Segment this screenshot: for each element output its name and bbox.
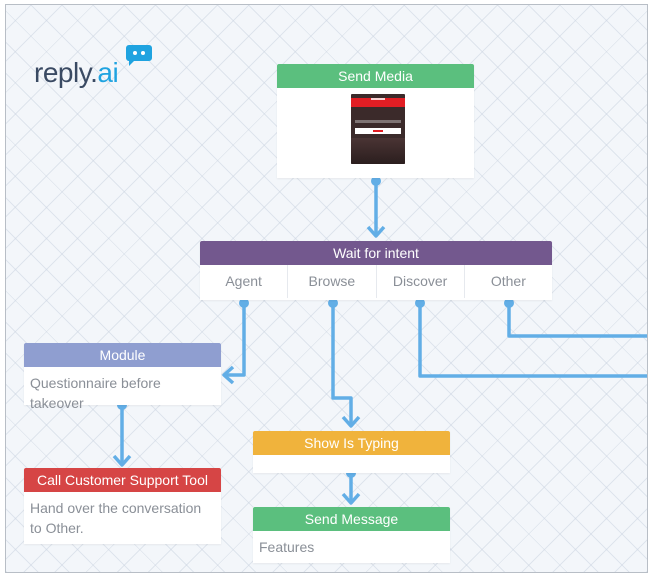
wait-for-intent-node[interactable]: Wait for intent Agent Browse Discover Ot… bbox=[200, 241, 552, 300]
show-is-typing-title: Show Is Typing bbox=[253, 431, 450, 455]
send-media-title: Send Media bbox=[277, 64, 474, 88]
intent-agent[interactable]: Agent bbox=[200, 265, 289, 298]
send-message-title: Send Message bbox=[253, 507, 450, 531]
intent-discover[interactable]: Discover bbox=[377, 265, 465, 298]
call-customer-support-node[interactable]: Call Customer Support Tool Hand over the… bbox=[24, 468, 221, 544]
send-media-preview bbox=[277, 88, 474, 178]
flow-canvas[interactable]: reply.ai Send Media Wait for intent Agen… bbox=[5, 4, 648, 573]
show-is-typing-node[interactable]: Show Is Typing bbox=[253, 431, 450, 473]
send-message-node[interactable]: Send Message Features bbox=[253, 507, 450, 563]
send-media-node[interactable]: Send Media bbox=[277, 64, 474, 178]
logo-text-accent: ai bbox=[97, 57, 119, 88]
wait-for-intent-title: Wait for intent bbox=[200, 241, 552, 265]
media-thumbnail-image bbox=[351, 94, 405, 164]
intent-other[interactable]: Other bbox=[490, 273, 526, 289]
send-message-description: Features bbox=[259, 539, 315, 555]
call-customer-support-title: Call Customer Support Tool bbox=[24, 468, 221, 492]
module-node[interactable]: Module Questionnaire before takeover bbox=[24, 343, 221, 411]
reply-ai-logo: reply.ai bbox=[34, 45, 164, 97]
intent-browse[interactable]: Browse bbox=[288, 265, 377, 298]
call-customer-support-description: Hand over the conversation to Other. bbox=[30, 500, 202, 536]
intent-options: Agent Browse Discover Other bbox=[200, 265, 552, 298]
reply-ai-logo-bubble-icon bbox=[126, 45, 152, 66]
module-title: Module bbox=[24, 343, 221, 367]
module-description: Questionnaire before takeover bbox=[30, 375, 161, 411]
logo-text-main: reply. bbox=[34, 57, 98, 88]
